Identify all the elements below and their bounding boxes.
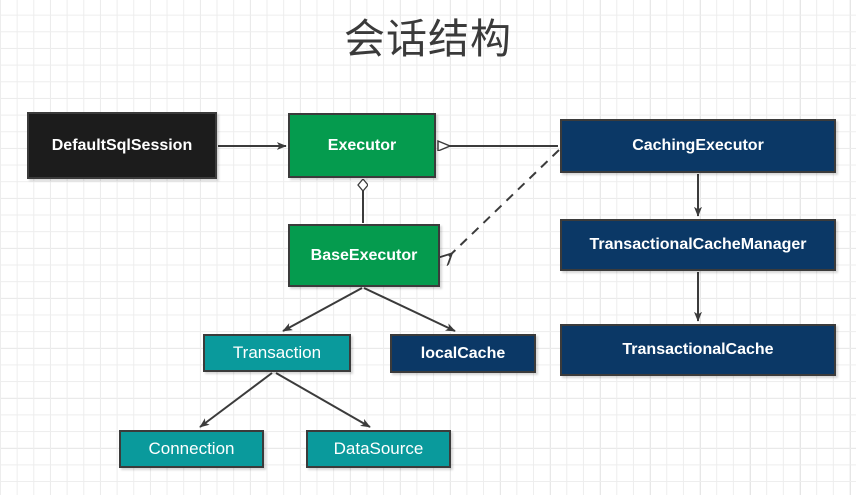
edge-cachingexecutor-to-baseexecutor	[444, 149, 560, 261]
edge-baseexecutor-to-transaction	[282, 287, 363, 332]
diagram-title: 会话结构	[344, 15, 512, 63]
node-defaultsqlsession[interactable]: DefaultSqlSession	[27, 112, 217, 179]
node-transactionalcache[interactable]: TransactionalCache	[560, 324, 836, 376]
node-connection[interactable]: Connection	[119, 430, 264, 468]
node-executor[interactable]: Executor	[288, 113, 436, 178]
node-baseexecutor[interactable]: BaseExecutor	[288, 224, 440, 287]
edge-baseexecutor-to-localcache	[363, 287, 456, 332]
node-localcache[interactable]: localCache	[390, 334, 536, 373]
node-datasource[interactable]: DataSource	[306, 430, 451, 468]
node-cachingexecutor[interactable]: CachingExecutor	[560, 119, 836, 173]
edge-transaction-to-connection	[199, 372, 273, 428]
node-transaction[interactable]: Transaction	[203, 334, 351, 372]
node-transactionalcachemanager[interactable]: TransactionalCacheManager	[560, 219, 836, 271]
edge-transaction-to-datasource	[275, 372, 371, 428]
